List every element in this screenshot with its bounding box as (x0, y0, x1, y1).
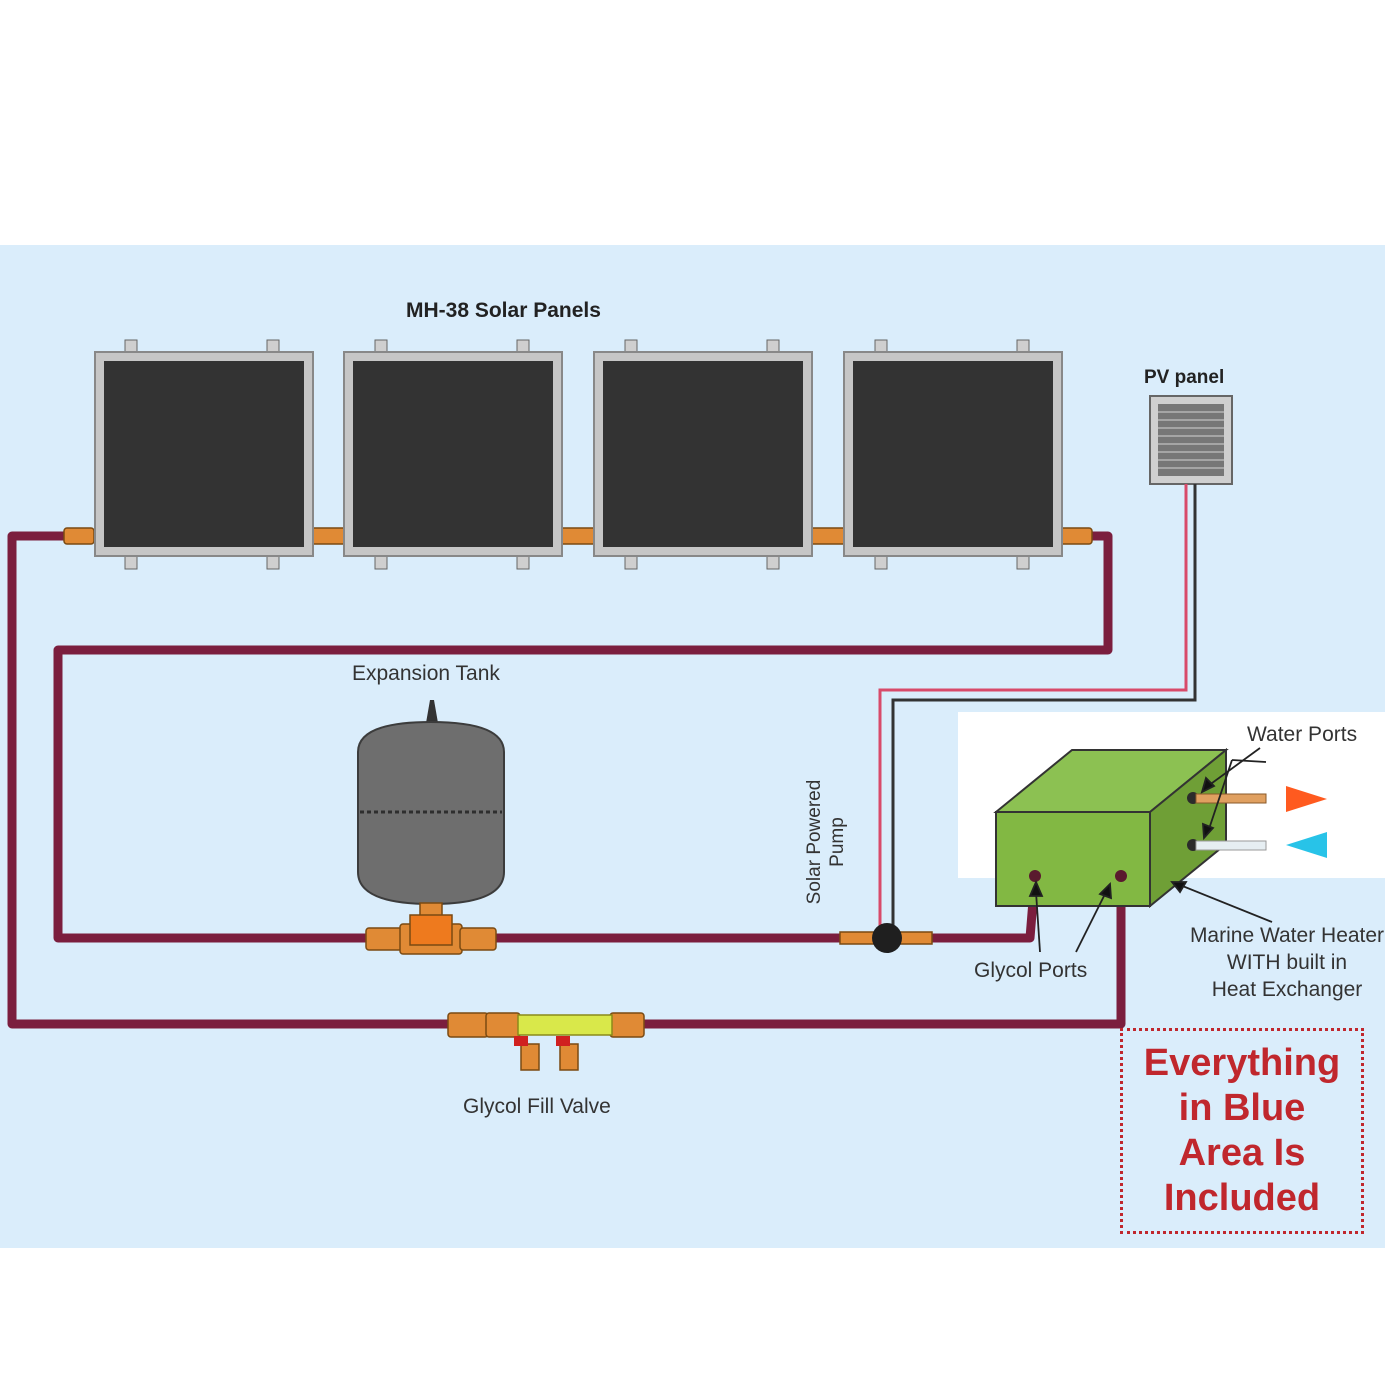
heater-label-line3: Heat Exchanger (1211, 978, 1363, 1001)
fill-valve-label: Glycol Fill Valve (463, 1095, 611, 1118)
solar-collector-icon (843, 339, 1063, 570)
expansion-tank-label: Expansion Tank (352, 662, 500, 685)
hot-water-arrow-icon (1286, 786, 1327, 812)
supply-pipe (53, 531, 1113, 943)
panel-connectors (63, 527, 1093, 545)
pump-label-line2: Pump (827, 817, 848, 867)
included-notice-text: Everything in Blue Area Is Included (1143, 1042, 1341, 1219)
pv-panel-icon (1149, 395, 1233, 485)
solar-collector-icon (94, 339, 314, 570)
pump-icon (839, 923, 933, 953)
water-heater-icon (993, 747, 1229, 909)
included-notice: Everything in Blue Area Is Included (1120, 1028, 1364, 1234)
water-ports-label: Water Ports (1247, 723, 1358, 746)
pv-panel-label: PV panel (1144, 367, 1225, 388)
cold-water-arrow-icon (1286, 832, 1327, 858)
heater-label-line2: WITH built in (1226, 951, 1348, 974)
pump-label-line1: Solar Powered (804, 779, 825, 905)
solar-collector-icon (593, 339, 813, 570)
return-pipe (7, 531, 1126, 1029)
expansion-tank-icon (357, 700, 505, 955)
glycol-ports-label: Glycol Ports (974, 959, 1088, 982)
pv-wiring (878, 484, 1197, 926)
fill-valve-icon (447, 1012, 645, 1071)
pump-label: Solar Powered Pump (803, 780, 849, 905)
glycol-pipes (7, 531, 1126, 1029)
water-outlet-pipes (1195, 793, 1267, 851)
heater-label: Marine Water Heater WITH built in Heat E… (1176, 922, 1398, 1003)
callout-arrows (1028, 747, 1273, 953)
solar-collector-icon (343, 339, 563, 570)
solar-panels-title: MH-38 Solar Panels (406, 299, 601, 322)
heater-label-line1: Marine Water Heater (1189, 924, 1385, 947)
